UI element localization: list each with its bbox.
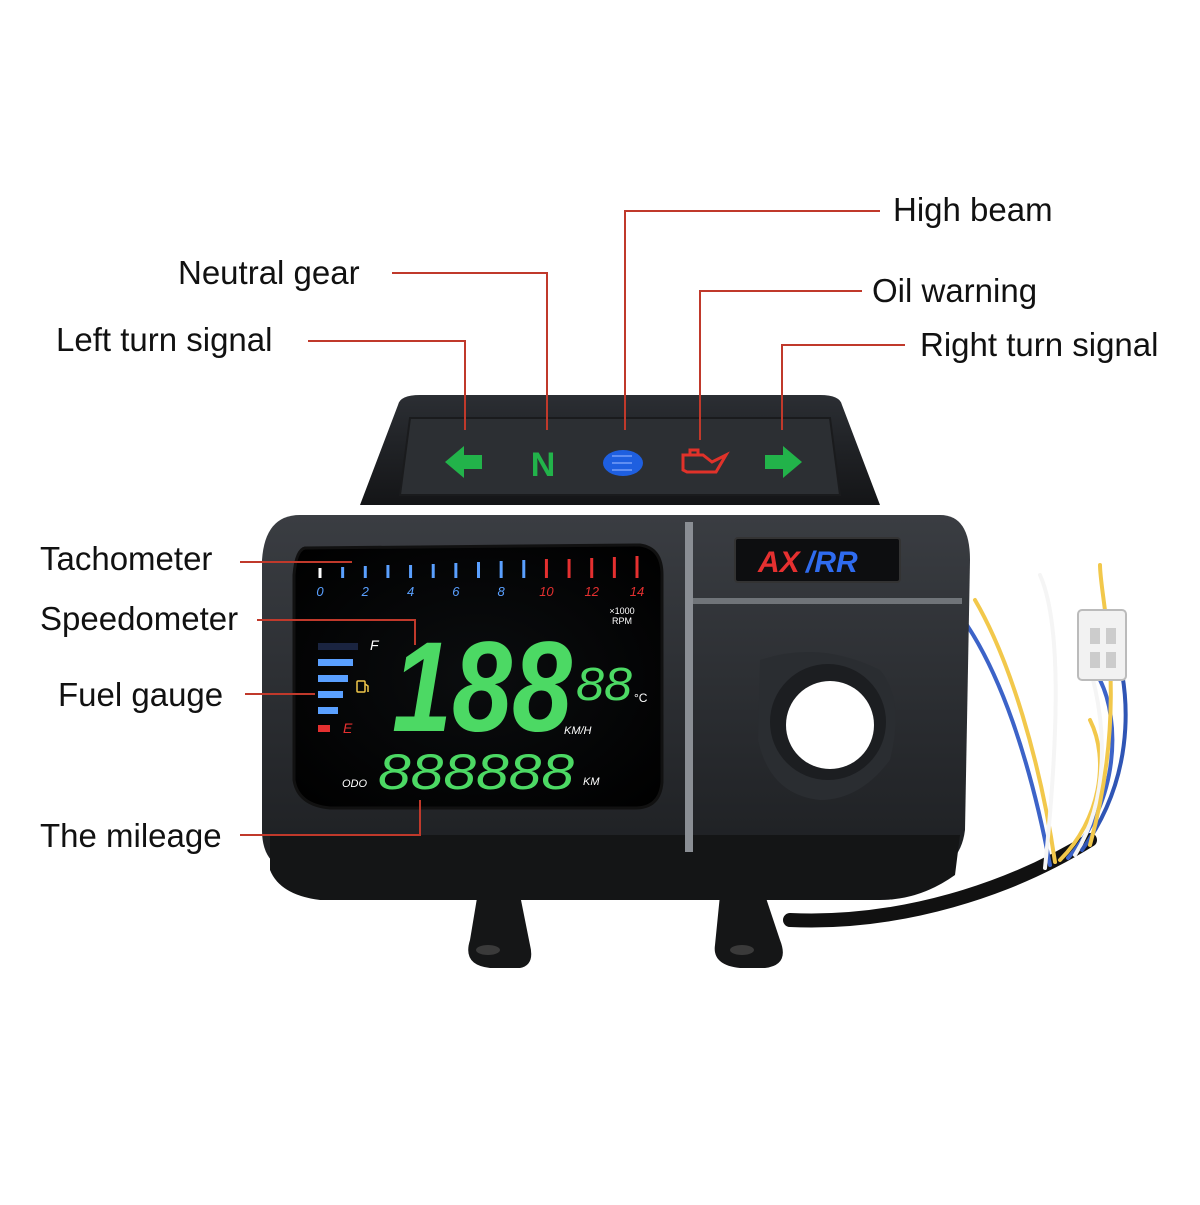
callout-fuel-gauge: Fuel gauge [58,676,224,713]
tach-tick-label: 14 [630,584,644,599]
tach-tick [635,556,639,578]
tach-tick-label: 2 [361,584,370,599]
callout-speedometer: Speedometer [40,600,239,637]
fuel-segment [318,643,358,650]
indicator-panel: N [398,417,842,496]
temperature-unit: °C [634,691,648,705]
fuel-segment [318,675,348,682]
ignition-hole [758,652,896,800]
fuel-segment [318,691,343,698]
tach-tick [522,560,526,578]
leader-left-turn [308,340,466,430]
oil-can-icon [681,448,730,474]
fuel-reserve-segment [318,725,330,732]
brand-badge: AX /RR [734,537,901,583]
tach-tick [590,558,594,578]
odometer-unit: KM [583,776,600,788]
fuel-gauge [318,643,358,732]
tach-tick [409,565,413,578]
tach-tick-label: 12 [584,584,599,599]
tach-tick-label: 8 [498,584,506,599]
fuel-pump-icon [356,680,369,693]
lcd-screen: 0 2 4 6 8 10 12 14 ×1000 RPM F E 188 KM/H 88 °C… [292,543,664,810]
speed-unit: KM/H [564,725,592,737]
tach-tick [477,562,480,578]
tachometer-bar [318,556,639,578]
tach-tick-label: 4 [407,584,414,599]
leader-mileage [240,800,421,836]
leader-neutral-gear [392,272,548,430]
headlight-icon [603,450,643,476]
tach-tick-label: 0 [316,584,324,599]
tach-tick-label: 6 [452,584,460,599]
tach-tick [341,567,345,578]
tachometer-scale: 0 2 4 6 8 10 12 14 [316,584,644,599]
left-arrow-icon [445,446,482,478]
fuel-segment [318,707,338,714]
tach-tick [318,568,322,578]
tach-tick [431,564,435,578]
tach-tick [567,559,571,578]
tach-tick [612,557,616,578]
rpm-multiplier-label: ×1000 [609,606,634,616]
wiring-harness [783,563,1128,928]
tach-tick [499,561,503,578]
speed-readout: 188 [392,616,572,759]
temperature-readout: 88 [576,658,632,710]
callout-right-turn-signal: Right turn signal [920,326,1159,363]
callout-neutral-gear: Neutral gear [178,254,360,291]
callout-left-turn-signal: Left turn signal [56,321,273,358]
tach-tick-label: 10 [539,584,554,599]
tach-tick [454,563,458,578]
callout-high-beam: High beam [893,191,1053,228]
fuel-empty-label: E [343,720,353,736]
leader-oil-warning [699,290,862,440]
leader-speedometer [257,619,416,645]
tach-tick [386,565,390,578]
odometer-readout: 888888 [378,744,574,800]
leader-right-turn [781,344,905,430]
brand-part2: /RR [804,546,858,579]
callout-tachometer: Tachometer [40,540,213,577]
leader-lines [240,210,905,836]
fuel-segment [318,659,353,666]
callout-the-mileage: The mileage [40,817,222,854]
callout-oil-warning: Oil warning [872,272,1038,309]
fuel-full-label: F [370,637,380,653]
odometer-label: ODO [342,778,368,790]
tach-tick [363,566,367,578]
tach-tick [544,559,548,578]
rpm-unit-label: RPM [612,616,632,626]
brand-part1: AX [757,546,802,579]
neutral-indicator: N [531,446,556,484]
right-arrow-icon [765,446,802,478]
leader-high-beam [624,210,880,430]
